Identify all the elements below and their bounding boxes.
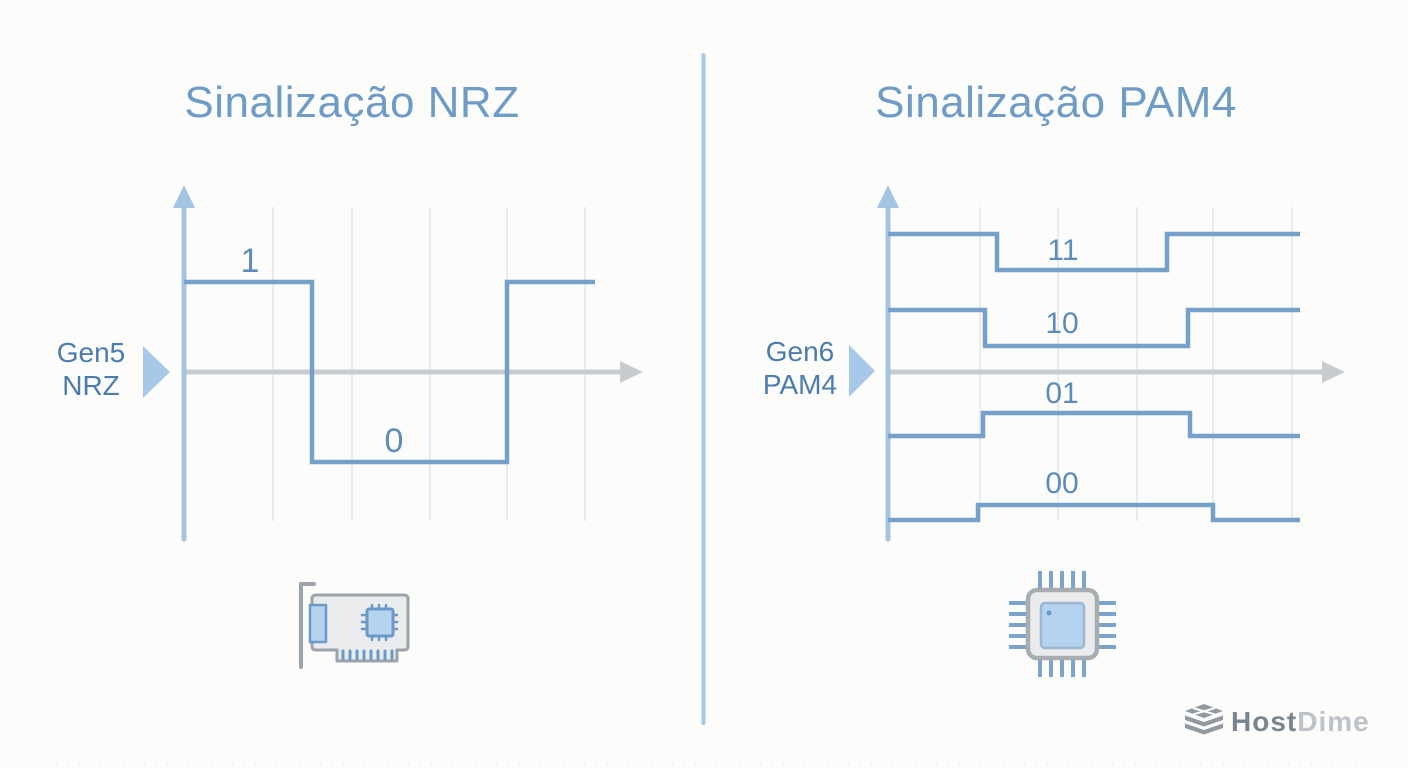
hostdime-wordmark: HostDime: [1231, 706, 1370, 737]
signal-level-label: 10: [1045, 307, 1078, 340]
gen-label-line1: Gen6: [765, 336, 835, 367]
logo-text-host: Host: [1231, 706, 1297, 737]
gen-pointer-triangle: [849, 345, 875, 397]
pam4-level-01-waveform: [888, 410, 1300, 439]
signal-level-label: 00: [1045, 467, 1078, 500]
panel-title-pam4: Sinalização PAM4: [875, 78, 1237, 127]
vertical-axis-arrowhead: [173, 185, 195, 208]
logo-text-dime: Dime: [1297, 706, 1369, 737]
hostdime-logo: HostDime: [1185, 704, 1370, 737]
panel-title-nrz: Sinalização NRZ: [184, 78, 520, 127]
cpu-pins: [1009, 571, 1116, 677]
signal-level-label: 0: [385, 422, 404, 460]
gen-label-line1: Gen5: [56, 337, 126, 368]
cpu-die-dot: [1046, 610, 1052, 616]
nrz-signal-waveform: [184, 279, 595, 465]
signal-level-label: 11: [1047, 234, 1078, 267]
cpu-chip-icon: [1009, 571, 1116, 677]
card-bracket: [299, 582, 316, 669]
pam4-diagram: 11 10 01 00: [849, 185, 1345, 542]
gen-label-line2: NRZ: [62, 370, 120, 401]
signal-level-label: 01: [1045, 377, 1078, 410]
horizontal-axis-arrowhead: [620, 361, 643, 383]
gen-pointer-triangle: [143, 346, 170, 398]
pam4-level-00-waveform: [888, 502, 1300, 523]
pam4-level-11-waveform: [888, 231, 1300, 273]
nrz-diagram: 10: [143, 185, 643, 542]
signal-level-label: 1: [241, 242, 260, 280]
gen6-pam4-label: Gen6 PAM4: [740, 335, 860, 401]
gen-label-line2: PAM4: [762, 369, 838, 400]
card-connector-pins: [341, 649, 394, 661]
gen5-nrz-label: Gen5 NRZ: [31, 336, 151, 402]
horizontal-axis-arrowhead: [1322, 361, 1345, 383]
card-chip: [365, 607, 395, 638]
stacked-layers-icon: [1185, 704, 1223, 735]
cpu-die: [1039, 601, 1086, 650]
card-port: [308, 603, 328, 644]
network-card-icon: [299, 582, 410, 669]
pam4-level-10-waveform: [888, 307, 1300, 349]
vertical-axis-arrowhead: [877, 185, 899, 208]
